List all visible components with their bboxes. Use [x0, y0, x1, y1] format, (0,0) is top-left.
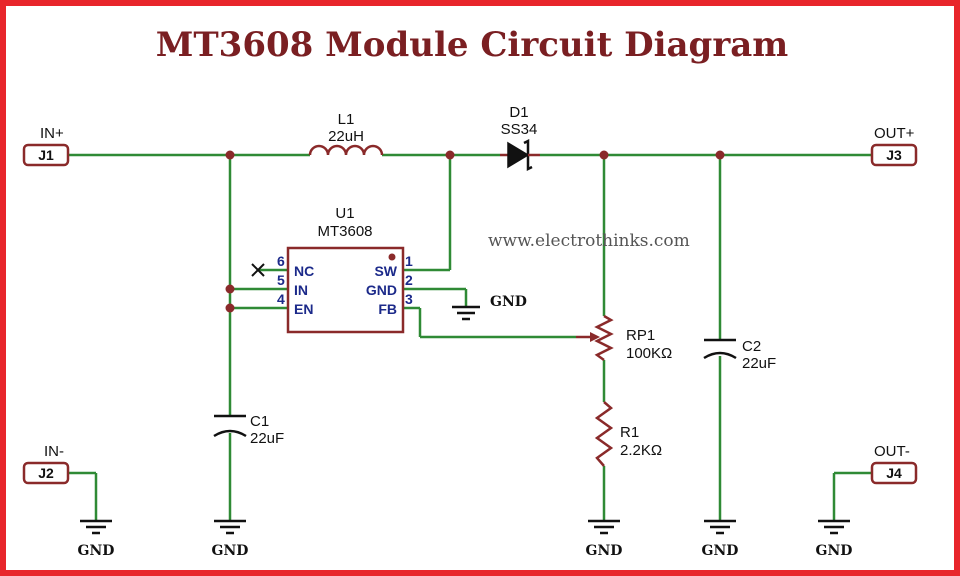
svg-text:4: 4 — [277, 291, 285, 307]
diode-d1: D1 SS34 — [500, 104, 540, 172]
diagram-title: MT3608 Module Circuit Diagram — [156, 25, 789, 65]
label-in-plus: IN+ — [40, 125, 64, 142]
svg-text:GND: GND — [586, 543, 623, 559]
svg-text:EN: EN — [294, 301, 313, 317]
label-in-minus: IN- — [44, 443, 64, 460]
ground-c2: GND — [702, 519, 739, 559]
svg-text:22uF: 22uF — [742, 355, 776, 372]
svg-text:GND: GND — [78, 543, 115, 559]
svg-text:R1: R1 — [620, 424, 639, 441]
ground-r1: GND — [586, 519, 623, 559]
capacitor-c2: C2 22uF — [703, 338, 776, 372]
ground-ic: GND — [452, 294, 527, 321]
svg-text:3: 3 — [405, 291, 413, 307]
ground-c1: GND — [212, 519, 249, 559]
svg-text:22uF: 22uF — [250, 430, 284, 447]
svg-text:22uH: 22uH — [328, 128, 364, 145]
nc-x-mark — [251, 263, 265, 277]
capacitor-c1: C1 22uF — [213, 413, 284, 447]
label-out-plus: OUT+ — [874, 125, 915, 142]
svg-text:5: 5 — [277, 272, 285, 288]
svg-text:1: 1 — [405, 253, 413, 269]
svg-text:NC: NC — [294, 263, 314, 279]
svg-text:GND: GND — [816, 543, 853, 559]
svg-text:GND: GND — [366, 282, 397, 298]
svg-text:D1: D1 — [509, 104, 528, 121]
svg-text:U1: U1 — [335, 205, 354, 222]
svg-text:RP1: RP1 — [626, 327, 655, 344]
svg-text:100KΩ: 100KΩ — [626, 345, 672, 362]
svg-text:J3: J3 — [886, 147, 902, 163]
inductor-l1: L1 22uH — [308, 111, 384, 156]
svg-text:IN: IN — [294, 282, 308, 298]
connector-j1: J1 IN+ — [22, 125, 70, 167]
potentiometer-rp1: RP1 100KΩ — [576, 314, 672, 362]
svg-text:GND: GND — [212, 543, 249, 559]
svg-text:MT3608: MT3608 — [317, 223, 372, 240]
ic-u1: U1 MT3608 6 5 4 NC IN EN 1 2 3 SW GND FB — [277, 205, 413, 334]
svg-text:2.2KΩ: 2.2KΩ — [620, 442, 662, 459]
connector-j4: J4 OUT- — [870, 443, 918, 485]
svg-text:L1: L1 — [338, 111, 355, 128]
svg-text:J4: J4 — [886, 465, 902, 481]
svg-text:SS34: SS34 — [501, 121, 538, 138]
svg-text:C1: C1 — [250, 413, 269, 430]
svg-text:6: 6 — [277, 253, 285, 269]
ground-in-minus: GND — [78, 519, 115, 559]
svg-text:2: 2 — [405, 272, 413, 288]
connector-j2: J2 IN- — [22, 443, 70, 485]
svg-text:GND: GND — [702, 543, 739, 559]
watermark-text: www.electrothinks.com — [488, 231, 690, 251]
resistor-r1: R1 2.2KΩ — [594, 401, 662, 467]
svg-text:SW: SW — [374, 263, 397, 279]
label-out-minus: OUT- — [874, 443, 910, 460]
svg-text:C2: C2 — [742, 338, 761, 355]
junction-dots — [225, 150, 725, 313]
ground-out-minus: GND — [816, 519, 853, 559]
wires — [68, 153, 872, 520]
svg-text:J1: J1 — [38, 147, 54, 163]
svg-text:J2: J2 — [38, 465, 54, 481]
svg-text:GND: GND — [490, 294, 527, 310]
connector-j3: J3 OUT+ — [870, 125, 918, 167]
svg-text:FB: FB — [378, 301, 397, 317]
